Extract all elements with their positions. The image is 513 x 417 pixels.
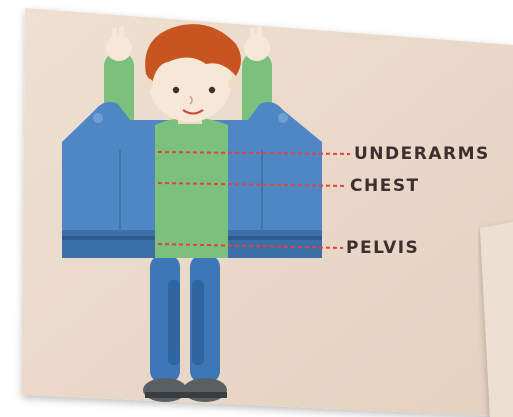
label-underarms: UNDERARMS xyxy=(354,144,490,164)
label-chest: CHEST xyxy=(350,176,420,196)
shirt xyxy=(155,118,228,259)
label-pelvis: PELVIS xyxy=(346,238,419,258)
